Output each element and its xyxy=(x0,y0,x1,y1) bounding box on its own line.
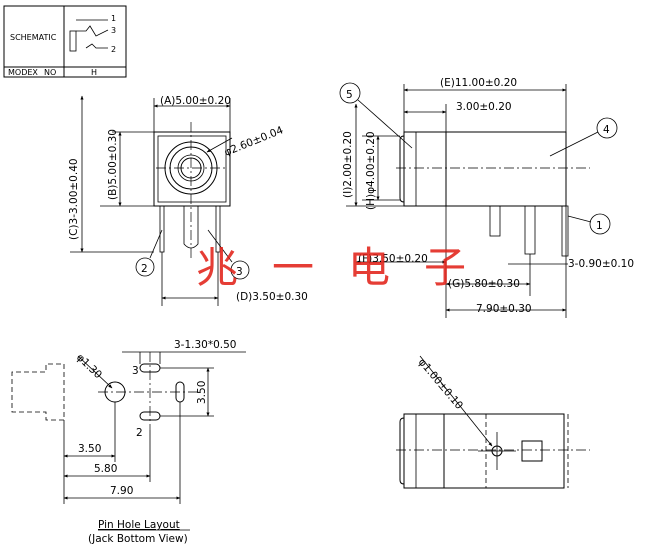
pin-layout-caption: Pin Hole Layout xyxy=(98,519,180,531)
schematic-table: SCHEMATIC 1 3 2 MODEX NO H xyxy=(3,5,127,78)
callout-3: 3 xyxy=(236,266,243,278)
callout-3-circle xyxy=(230,260,250,280)
dim-d-label: (D)3.50±0.30 xyxy=(236,291,308,303)
watermark-char: 子 xyxy=(424,243,466,292)
jack-symbol-icon xyxy=(69,19,109,52)
model-value: H xyxy=(91,68,97,77)
pin-hole-layout: 3.50 5.80 7.90 3.50 3-1.30*0.50 φ1.30 3 … xyxy=(11,339,246,545)
callout-5-circle xyxy=(339,82,361,104)
dim-bottom-label: 7.90±0.30 xyxy=(476,303,532,315)
dim-c-label: (C)3-3.00±0.40 xyxy=(68,158,80,240)
pin-layout-subcaption: (Jack Bottom View) xyxy=(88,533,188,545)
dim-holes-label: 3-1.30*0.50 xyxy=(174,339,236,351)
callout-4-circle xyxy=(596,117,618,139)
dim-bottom-hole-label: φ1.00±0.10 xyxy=(416,356,465,412)
watermark-char: 一 xyxy=(272,243,314,292)
schematic-pin-2: 2 xyxy=(111,45,116,54)
callout-5: 5 xyxy=(346,89,353,101)
dim-b-label: (B)5.00±0.30 xyxy=(107,129,119,200)
dim-i-label: (I)2.00±0.20 xyxy=(342,131,354,198)
callout-4: 4 xyxy=(603,124,610,136)
dim-h3-label: 7.90 xyxy=(110,485,133,497)
watermark-char: 电 xyxy=(348,243,390,292)
callout-2: 2 xyxy=(141,263,148,275)
watermark: 兆一电子 xyxy=(196,243,466,292)
pin-2-label: 2 xyxy=(136,427,143,439)
dim-g-label: (G)5.80±0.30 xyxy=(448,278,520,290)
pin-3-label: 3 xyxy=(132,365,139,377)
dim-f-label: (F)3.50±0.20 xyxy=(358,253,428,265)
dim-pins-label: 3-0.90±0.10 xyxy=(568,258,634,270)
schematic-pin-3: 3 xyxy=(111,26,116,35)
dim-h1-label: 3.50 xyxy=(78,443,101,455)
no-label: NO xyxy=(44,68,56,77)
dim-e-label: (E)11.00±0.20 xyxy=(440,77,517,89)
watermark-char: 兆 xyxy=(196,243,238,292)
dim-a-label: (A)5.00±0.20 xyxy=(160,95,231,107)
callout-1: 1 xyxy=(596,220,603,232)
dim-h2-label: 5.80 xyxy=(94,463,117,475)
model-label: MODEX xyxy=(8,68,38,77)
dim-top-label: 3.00±0.20 xyxy=(456,101,512,113)
side-view: (E)11.00±0.20 3.00±0.20 (I)2.00±0.20 (H)… xyxy=(339,77,634,318)
schematic-label: SCHEMATIC xyxy=(10,33,57,42)
callout-2-circle xyxy=(135,257,155,277)
bottom-view: φ1.00±0.10 xyxy=(396,355,590,489)
dim-v-label: 3.50 xyxy=(196,381,208,404)
schematic-pin-1: 1 xyxy=(111,14,116,23)
dim-center-hole-label: φ1.30 xyxy=(74,352,104,382)
dim-h-label: (H)φ4.00±0.20 xyxy=(365,131,377,210)
dim-hole-label: φ2.60±0.04 xyxy=(223,124,286,159)
callout-1-circle xyxy=(589,213,611,235)
